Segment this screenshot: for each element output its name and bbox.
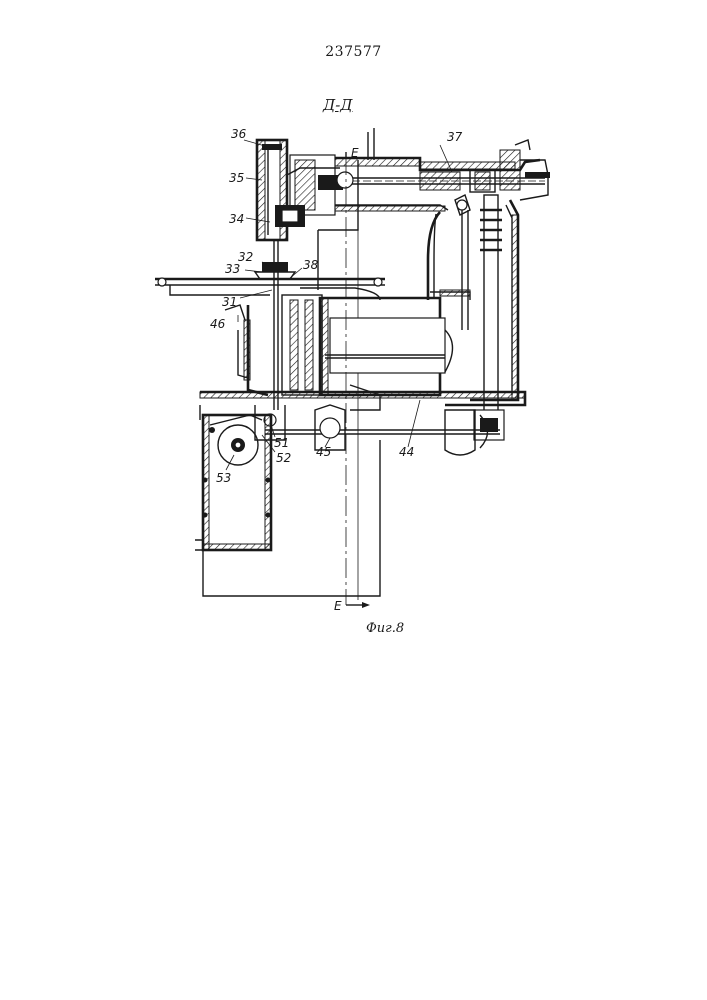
section-marker-top: E [351,146,359,160]
section-marker-bottom: E [334,599,342,613]
label-53: 53 [216,471,231,485]
label-32: 32 [238,250,253,264]
label-37: 37 [447,130,463,144]
label-38: 38 [303,258,319,272]
lower-gearbox [195,415,271,550]
needle-head-assembly [257,140,353,240]
label-31: 31 [222,295,237,309]
vertical-spring-rod [455,195,504,440]
label-36: 36 [231,127,247,141]
label-34: 34 [229,212,244,226]
label-52: 52 [276,451,291,465]
label-35: 35 [229,171,244,185]
label-51: 51 [274,436,289,450]
figure-caption: Фиг.8 [366,621,404,636]
label-44: 44 [399,445,414,459]
label-46: 46 [210,317,226,331]
label-33: 33 [225,262,240,276]
label-45: 45 [316,445,331,459]
